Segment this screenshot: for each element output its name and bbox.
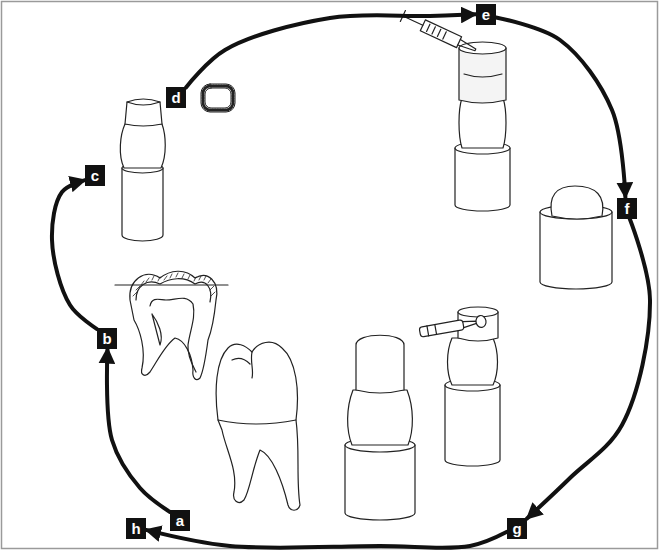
step-badge: h	[126, 518, 146, 539]
finishing-step-part	[458, 307, 498, 317]
step-badge: d	[166, 87, 186, 108]
step-letter: f	[625, 201, 630, 216]
matrix-band-part	[201, 84, 235, 112]
step-badge: e	[476, 4, 496, 25]
finished-specimen-part	[345, 445, 415, 520]
step-badge: g	[507, 518, 527, 539]
composite-application-part	[459, 98, 506, 148]
mounted-specimen-part	[127, 102, 160, 105]
mounted-specimen	[120, 99, 165, 241]
finishing-step-part-part	[419, 320, 464, 337]
finished-specimen-part	[356, 335, 404, 393]
restored-specimen	[540, 186, 612, 289]
finished-specimen-part	[348, 390, 413, 445]
finishing-step-part-part	[463, 319, 478, 327]
molar-tooth-part	[251, 352, 252, 378]
step-arrow	[52, 180, 97, 329]
step-arrow	[107, 349, 170, 513]
composite-application-part-part	[427, 24, 447, 39]
molar-tooth	[216, 342, 300, 510]
step-badge: b	[97, 328, 117, 349]
sectioned-tooth-part	[115, 284, 228, 285]
molar-tooth-part	[216, 342, 300, 510]
restored-specimen-part	[540, 212, 612, 289]
step-letter: b	[102, 331, 111, 346]
step-letter: e	[482, 7, 490, 22]
composite-application-part-part	[458, 40, 477, 53]
step-badge: a	[170, 510, 190, 531]
matrix-band-part	[203, 86, 233, 110]
composite-application-part-part	[420, 20, 461, 48]
step-letter: h	[131, 521, 140, 536]
step-badge: f	[617, 198, 637, 219]
finished-specimen	[345, 335, 415, 520]
composite-application-part-part	[400, 11, 425, 31]
step-arrow	[146, 530, 507, 548]
mounted-specimen-part	[120, 124, 165, 168]
step-badge: c	[85, 165, 105, 186]
composite-application-part	[464, 74, 502, 77]
finishing-step-part	[419, 315, 487, 338]
matrix-band-part	[205, 88, 231, 108]
composite-application-part	[400, 11, 478, 56]
finishing-step-part-part	[427, 325, 437, 336]
step-letter: d	[171, 90, 180, 105]
finishing-step	[419, 307, 500, 466]
composite-application-part	[455, 148, 510, 211]
mounted-specimen-part	[125, 99, 162, 126]
step-arrow	[527, 219, 650, 519]
matrix-band	[201, 84, 235, 112]
step-letter: a	[176, 513, 184, 528]
molar-tooth-part	[232, 358, 250, 364]
finishing-step-part	[445, 385, 500, 466]
sectioned-tooth	[115, 271, 228, 379]
finishing-step-part-part	[475, 315, 487, 329]
step-arrow	[186, 14, 476, 87]
sectioned-tooth-part	[130, 271, 217, 379]
molar-tooth-part	[218, 420, 296, 424]
composite-application	[400, 11, 510, 211]
step-letter: g	[512, 521, 521, 536]
sectioned-tooth-part	[150, 298, 196, 372]
step-letter: c	[91, 168, 99, 183]
sectioned-tooth-part	[136, 279, 211, 302]
restored-specimen-part	[551, 186, 603, 219]
composite-application-part	[459, 48, 506, 103]
finishing-step-part	[448, 338, 498, 385]
mounted-specimen-part	[122, 168, 163, 241]
step-arrow	[496, 18, 625, 198]
